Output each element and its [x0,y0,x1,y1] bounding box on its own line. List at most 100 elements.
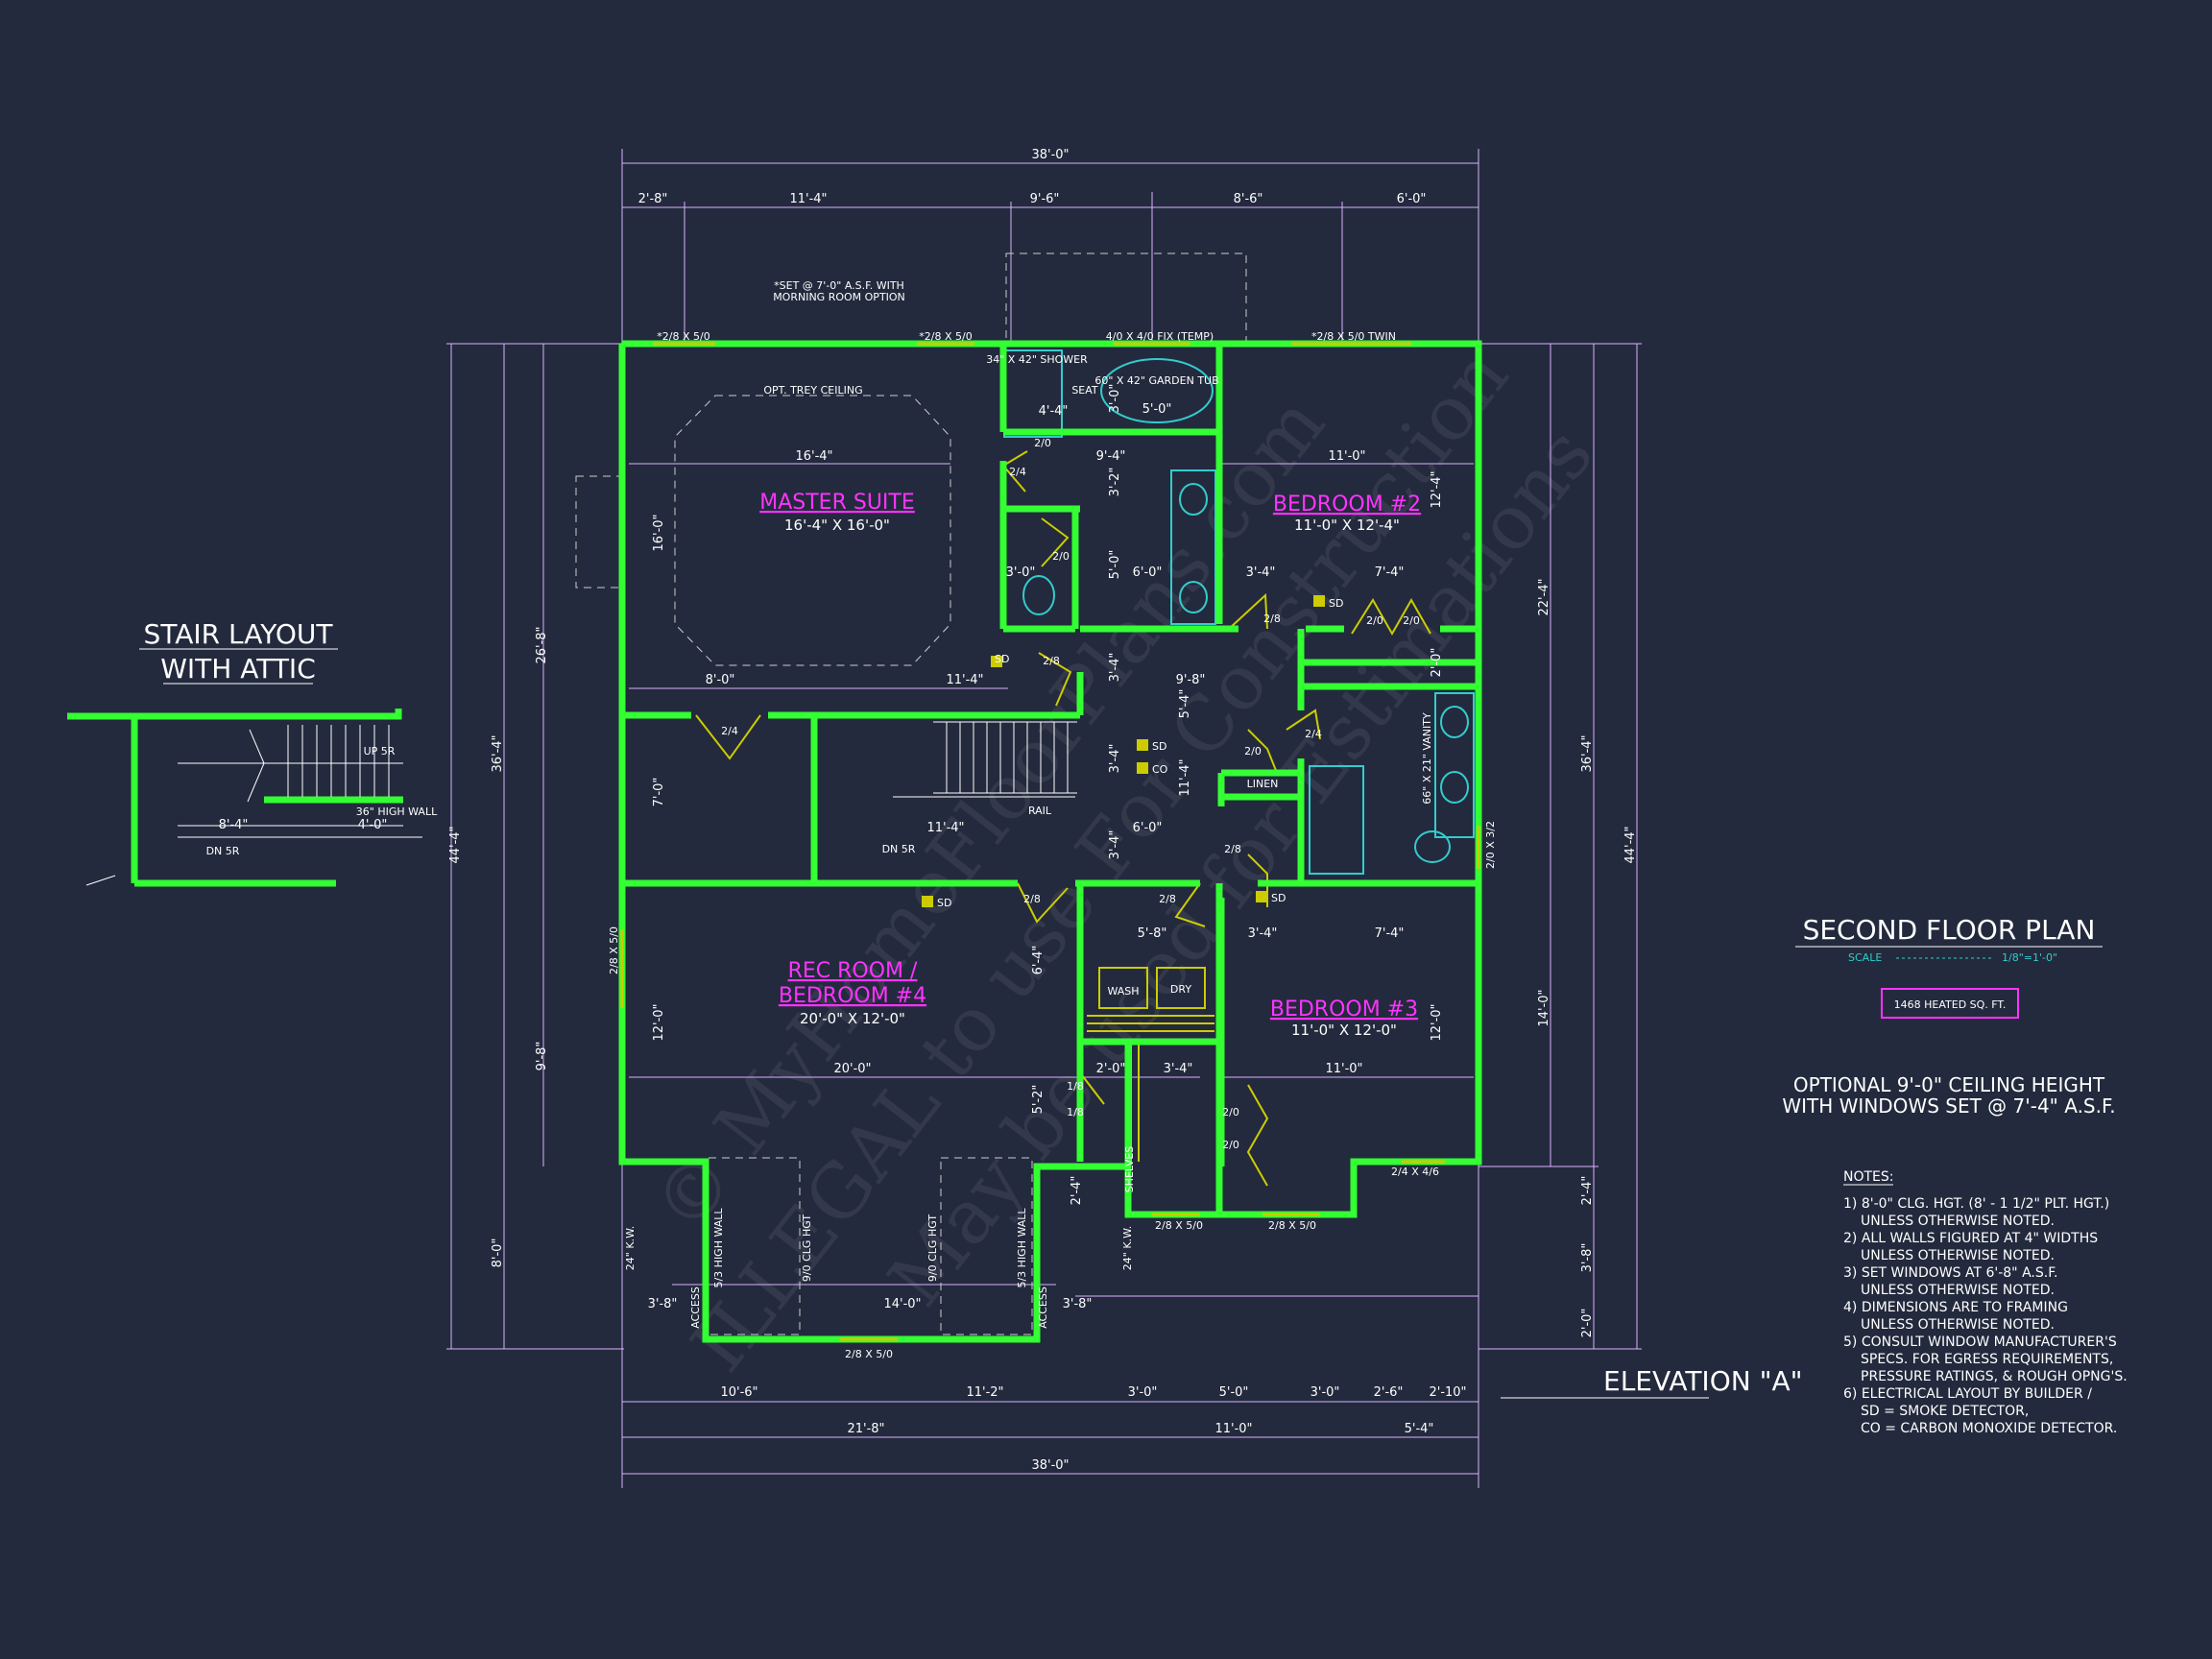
ceiling-label-3: 9/0 CLG HGT [926,1214,939,1282]
dim-bottom2-3: 5'-4" [1405,1422,1434,1436]
dim-6-0b: 6'-0" [1133,821,1163,835]
dim-left-1: 26'-8" [535,626,549,663]
dim-top-4: 8'-6" [1234,192,1263,206]
note-line-10: SPECS. FOR EGRESS REQUIREMENTS, [1861,1352,2113,1367]
dim-7-0: 7'-0" [652,778,666,807]
note-line-13: SD = SMOKE DETECTOR, [1861,1404,2029,1419]
dim-6-0a: 6'-0" [1133,565,1163,580]
window-bottom-label-2: 2/8 X 5/0 [1155,1219,1203,1232]
knee-wall-label-1: 24" K.W. [624,1226,637,1270]
plan-title: SECOND FLOOR PLAN [1803,914,2096,946]
note-line-14: CO = CARBON MONOXIDE DETECTOR. [1861,1421,2117,1436]
window-label-4: *2/8 X 5/0 TWIN [1311,330,1396,343]
dim-top-2: 11'-4" [789,192,827,206]
sd-label-3: SD [1152,740,1166,753]
dim-5-4: 5'-4" [1178,689,1192,719]
dim-3-4b: 3'-4" [1248,926,1278,941]
dim-left-2: 36'-4" [491,734,505,772]
notes-title: NOTES: [1843,1169,1894,1185]
dim-3-4f: 3'-4" [1164,1062,1193,1076]
dim-left-5: 8'-0" [491,1238,505,1268]
shelves-label: SHELVES [1123,1146,1136,1193]
dim-bottom2-1: 21'-8" [847,1422,884,1436]
room-name-master-suite: MASTER SUITE [759,491,915,515]
dim-right-7: 2'-0" [1580,1309,1595,1338]
hall-bath-tub-fixture [1309,765,1364,875]
dim-5-2: 5'-2" [1031,1085,1046,1115]
note-line-3: 2) ALL WALLS FIGURED AT 4" WIDTHS [1843,1231,2098,1246]
dn-5r-main-label: DN 5R [882,843,916,855]
tub-label: 60" X 42" GARDEN TUB [1094,374,1218,387]
stair-attic-detail: STAIR LAYOUT WITH ATTIC UP 5R 36" HIGH W… [67,618,438,887]
dim-3-4c: 3'-4" [1108,653,1122,683]
dim-4-4: 4'-4" [1039,404,1069,419]
dim-bottom1-5: 3'-0" [1310,1385,1340,1400]
title-block: SECOND FLOOR PLAN SCALE 1/8"=1'-0" 1468 … [1501,914,2116,1399]
sd-label-1: SD [995,653,1009,665]
note-line-7: 4) DIMENSIONS ARE TO FRAMING [1843,1300,2068,1315]
dim-3-4e: 3'-4" [1108,830,1122,860]
door-label-1-8a: 1/8 [1067,1080,1084,1093]
dim-11-4b: 11'-4" [926,821,964,835]
door-label-2-0f: 2/0 [1222,1106,1239,1118]
co-detector-icon [1137,762,1148,774]
note-line-1: 1) 8'-0" CLG. HGT. (8' - 1 1/2" PLT. HGT… [1843,1196,2109,1212]
heated-sqft: 1468 HEATED SQ. FT. [1894,998,2007,1011]
window-bottom-label-3: 2/8 X 5/0 [1268,1219,1316,1232]
dim-bottom1-6: 2'-6" [1374,1385,1404,1400]
window-label-3: 4/0 X 4/0 FIX (TEMP) [1106,330,1214,343]
ceiling-label-1: 5/3 HIGH WALL [712,1208,725,1288]
door-label-2-0d: 2/0 [1403,614,1420,627]
access-label-1: ACCESS [689,1286,702,1329]
room-size-master-suite: 16'-4" X 16'-0" [784,517,890,534]
hall-toilet-fixture [1414,830,1451,863]
dim-top-5: 6'-0" [1397,192,1427,206]
wash-label: WASH [1107,985,1139,998]
morning-room-note-2: MORNING ROOM OPTION [773,291,905,303]
master-vanity-fixture [1170,469,1216,625]
door-label-2-8d: 2/8 [1159,893,1176,905]
windows [620,342,1480,1341]
dim-7-4b: 7'-4" [1375,926,1405,941]
dim-14-0: 14'-0" [883,1297,921,1311]
stair-dim-8-4: 8'-4" [219,818,249,832]
detectors [922,595,1325,907]
dim-11-4: 11'-4" [946,673,983,687]
room-labels: MASTER SUITE 16'-4" X 16'-0" BEDROOM #2 … [759,491,1421,1039]
window-bottom-label-1: 2/8 X 5/0 [845,1348,893,1360]
room-name-bedroom-3: BEDROOM #3 [1270,998,1418,1022]
dim-8-0: 8'-0" [706,673,735,687]
door-label-2-8b: 2/8 [1263,613,1281,625]
dim-master-depth: 16'-0" [652,514,666,551]
smoke-detector-icon [922,896,933,907]
dim-top-1: 2'-8" [638,192,668,206]
stair-detail-title-2: WITH ATTIC [160,653,316,685]
note-line-6: UNLESS OTHERWISE NOTED. [1861,1283,2055,1298]
dim-3-0a: 3'-0" [1006,565,1036,580]
dim-bottom-total: 38'-0" [1031,1458,1069,1473]
door-label-2-0b: 2/0 [1052,550,1070,563]
dim-right-4: 14'-0" [1537,989,1551,1026]
room-name-bedroom-2: BEDROOM #2 [1273,493,1421,517]
dim-top-total: 38'-0" [1031,148,1069,162]
knee-wall-label-2: 24" K.W. [1121,1226,1134,1270]
smoke-detector-icon [1313,595,1325,607]
door-label-2-4a: 2/4 [721,725,738,737]
window-right-label: 2/0 X 3/2 [1484,821,1497,869]
note-line-4: UNLESS OTHERWISE NOTED. [1861,1248,2055,1263]
window-label-2: *2/8 X 5/0 [919,330,972,343]
tray-ceiling-label: OPT. TREY CEILING [763,384,862,397]
scale-value: 1/8"=1'-0" [2002,951,2057,964]
scale-label: SCALE [1848,951,1882,964]
interior-dimensions: 16'-4" 16'-0" 8'-0" 11'-4" 9'-4" 9'-8" 1… [648,384,1444,1311]
dim-bottom2-2: 11'-0" [1214,1422,1252,1436]
door-label-1-8b: 1/8 [1067,1106,1084,1118]
dim-right-6: 3'-8" [1580,1243,1595,1273]
hall-vanity-fixture [1434,692,1475,838]
optional-ceiling-1: OPTIONAL 9'-0" CEILING HEIGHT [1793,1073,2105,1096]
dim-3-8b: 3'-8" [1063,1297,1093,1311]
dim-rec-width: 20'-0" [833,1062,871,1076]
optional-ceiling-2: WITH WINDOWS SET @ 7'-4" A.S.F. [1782,1094,2115,1118]
dim-master-width: 16'-4" [795,449,832,464]
